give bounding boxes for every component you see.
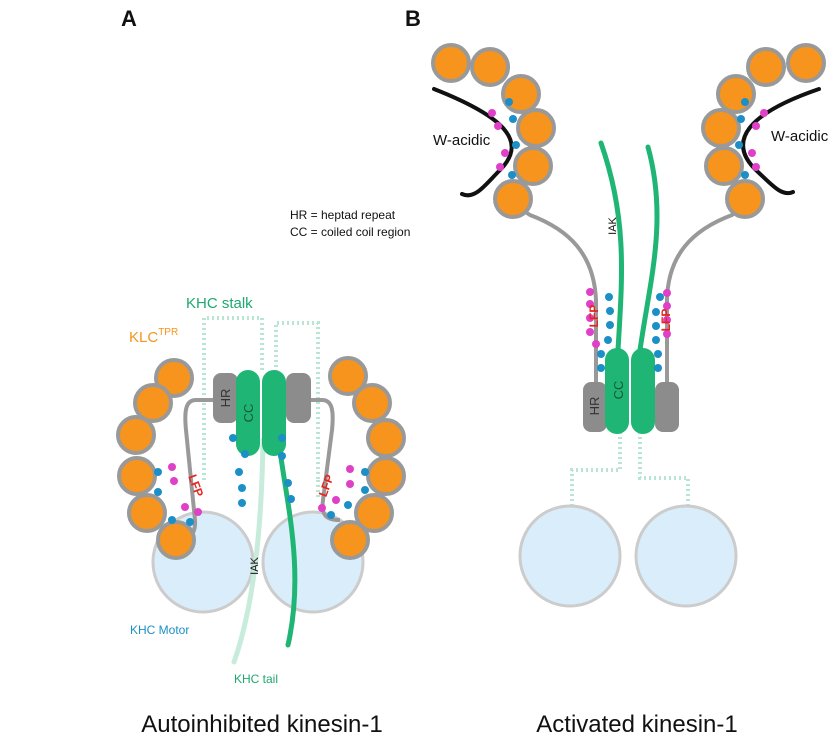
cc-block-a-2: [262, 370, 286, 456]
khc-tail-label: KHC tail: [234, 672, 278, 686]
charges-left-a: [154, 463, 202, 526]
charges-b-top-left: [488, 98, 520, 179]
w-acidic-curve-right: [741, 87, 821, 196]
klc-tpr-left: [116, 358, 196, 560]
cc-block-b-1: [605, 348, 629, 434]
khc-tail-dark: [277, 447, 298, 648]
klc-tpr-right: [328, 356, 406, 560]
hr-block-left: [213, 373, 238, 423]
caption-activated: Activated kinesin-1: [536, 711, 737, 738]
cc-block-a-1: [236, 370, 260, 456]
w-acidic-label-right: W-acidic: [771, 128, 829, 145]
legend-cc: CC = coiled coil region: [290, 225, 410, 239]
w-acidic-curve-left: [432, 87, 514, 198]
khc-tail-light: [231, 437, 266, 665]
klc-tpr-b-right: [701, 43, 826, 219]
khc-tail-b-right: [637, 144, 660, 353]
cc-label-b: CC: [611, 381, 626, 400]
panel-a-letter: A: [121, 6, 137, 31]
cc-block-b-2: [631, 348, 655, 434]
hr-label-b: HR: [587, 397, 602, 416]
klc-tpr-label: KLCTPR: [129, 327, 178, 346]
khc-stalk-dotted-right: [638, 432, 690, 515]
panel-b-letter: B: [405, 6, 421, 31]
khc-motor-b-right: [634, 504, 738, 608]
klc-tpr-b-left: [431, 43, 556, 219]
lfp-label-b-right: LFP: [659, 309, 673, 332]
hr-block-right: [286, 373, 311, 423]
iak-label-b: IAK: [607, 216, 619, 234]
khc-stalk-loop-right: [274, 321, 320, 480]
charges-b-top-right: [735, 98, 768, 179]
iak-label-a: IAK: [249, 556, 261, 574]
plus-charges-cc-a: [229, 434, 295, 507]
lfp-label-b-left: LFP: [587, 305, 601, 328]
lfp-label-a-left: LFP: [185, 473, 206, 499]
lfp-label-a-right: LFP: [316, 473, 337, 499]
khc-tail-b-left: [598, 140, 625, 353]
hr-label-a: HR: [218, 389, 233, 408]
khc-motor-label: KHC Motor: [130, 623, 189, 637]
legend-hr: HR = heptad repeat: [290, 208, 396, 222]
hr-block-b-right: [655, 382, 679, 432]
w-acidic-label-left: W-acidic: [433, 132, 491, 149]
klc-linker-b-right: [665, 203, 750, 395]
hr-block-b-left: [583, 382, 607, 432]
khc-stalk-label: KHC stalk: [186, 295, 253, 312]
caption-autoinhibited: Autoinhibited kinesin-1: [141, 711, 383, 738]
khc-stalk-dotted-left: [570, 432, 622, 515]
charges-b-right: [652, 289, 671, 372]
charges-b-left: [586, 288, 614, 372]
charges-right-a: [318, 465, 369, 519]
khc-motor-b-left: [518, 504, 622, 608]
panel-b: HR CC LFP LFP IAK: [431, 43, 829, 608]
cc-label-a: CC: [241, 404, 256, 423]
klc-linker-b-left: [513, 203, 598, 395]
panel-a: HR CC: [116, 295, 406, 686]
